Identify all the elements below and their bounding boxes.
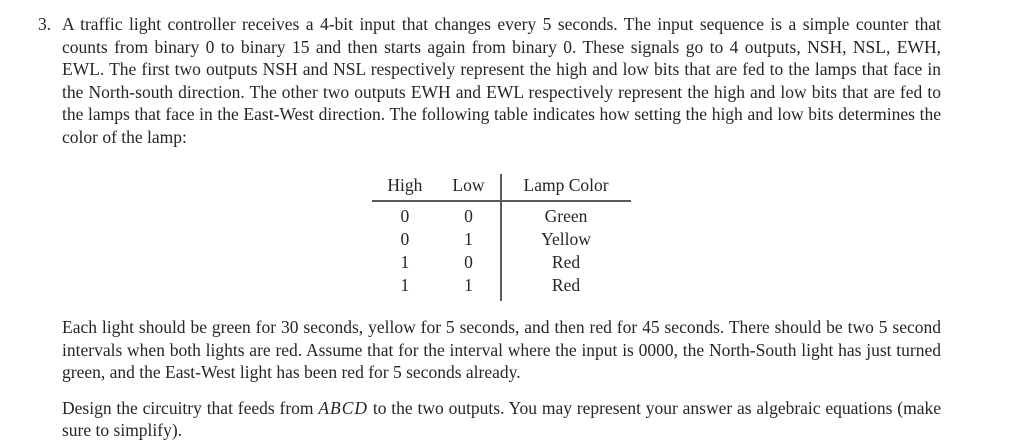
table-row: 0 0 Green bbox=[372, 201, 631, 228]
table-cell-low: 1 bbox=[464, 229, 473, 249]
table-cell-lamp-color: Green bbox=[499, 201, 631, 228]
table-row: 1 0 Red bbox=[372, 251, 631, 274]
table-header-row: High Low Lamp Color bbox=[372, 174, 631, 202]
table-cell-lamp-color: Red bbox=[499, 274, 631, 301]
table-row: 1 1 Red bbox=[372, 274, 631, 301]
design-paragraph-text-before: Design the circuitry that feeds from bbox=[62, 397, 319, 418]
table-cell-low: 1 bbox=[464, 275, 473, 295]
lamp-color-table: High Low Lamp Color 0 0 Green 0 bbox=[372, 174, 631, 301]
table-header-high: High bbox=[372, 174, 438, 202]
problem-body: A traffic light controller receives a 4-… bbox=[62, 13, 941, 442]
table-cell-high: 0 bbox=[400, 206, 410, 226]
table-cell-lamp-color: Yellow bbox=[499, 228, 631, 251]
design-paragraph-text-after: to the two outputs. You may represent yo… bbox=[62, 397, 941, 441]
table-cell-high: 1 bbox=[400, 275, 410, 295]
timing-paragraph: Each light should be green for 30 second… bbox=[62, 317, 941, 382]
table-row: 0 1 Yellow bbox=[372, 228, 631, 251]
table-cell-lamp-color: Red bbox=[499, 251, 631, 274]
lamp-color-table-wrapper: High Low Lamp Color 0 0 Green 0 bbox=[62, 174, 941, 301]
problem-number: 3. bbox=[38, 14, 52, 34]
design-paragraph: Design the circuitry that feeds from ABC… bbox=[62, 397, 941, 442]
table-header-low: Low bbox=[437, 174, 501, 202]
table-header-lamp-color: Lamp Color bbox=[499, 174, 631, 202]
math-variable-abcd: ABCD bbox=[318, 397, 369, 418]
problem-item-3: 3. A traffic light controller receives a… bbox=[38, 13, 941, 442]
table-cell-low: 0 bbox=[464, 206, 473, 226]
table-cell-high: 0 bbox=[400, 229, 410, 249]
table-cell-low: 0 bbox=[464, 252, 473, 272]
table-cell-high: 1 bbox=[400, 252, 410, 272]
problem-intro-paragraph: A traffic light controller receives a 4-… bbox=[62, 14, 941, 147]
